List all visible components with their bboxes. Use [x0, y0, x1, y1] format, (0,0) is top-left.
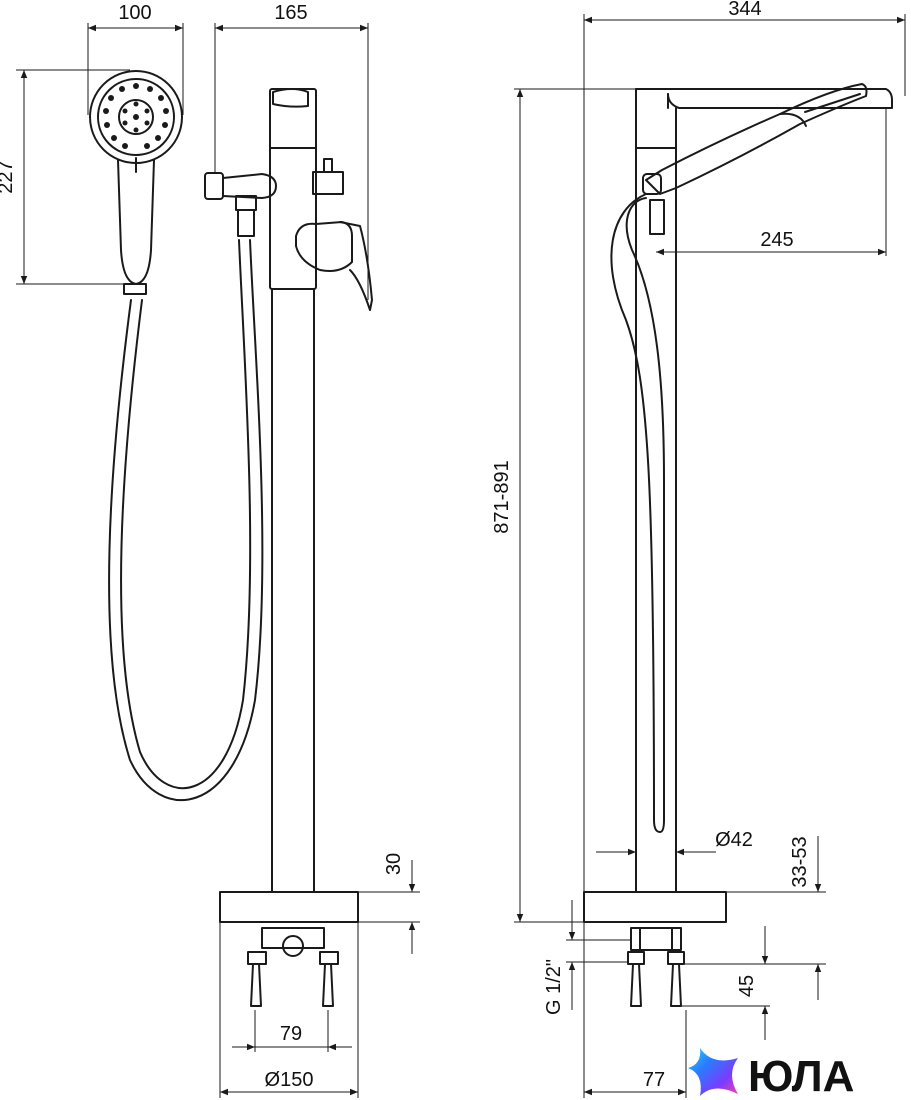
dim-column-to-hook: 165: [274, 2, 307, 24]
dim-handshower-width: 100: [118, 2, 151, 24]
side-floor-base: [583, 891, 727, 923]
floor-base: [219, 891, 359, 923]
spray-nozzles: [103, 83, 169, 149]
dim-bracket-width: 77: [643, 1069, 665, 1091]
shower-hose: [108, 239, 264, 802]
side-column: [635, 88, 677, 893]
dim-handshower-height: 227: [0, 160, 17, 193]
dim-mount-gap: 79: [280, 1023, 302, 1045]
dim-spout-reach: 245: [760, 229, 793, 251]
brand-logo-icon: [688, 1048, 738, 1096]
spout: [635, 88, 893, 109]
dim-base-diameter: Ø150: [265, 1069, 314, 1091]
hand-shower: [89, 70, 183, 295]
faucet-column: [269, 88, 373, 893]
side-shower-hose: [610, 193, 665, 833]
dim-connection-thread: G 1/2": [543, 959, 565, 1015]
side-view: [583, 83, 893, 1007]
front-view: [89, 70, 373, 1007]
dim-adjust-range: 33-53: [789, 836, 811, 887]
side-hand-shower: [642, 83, 868, 235]
dim-overall-width: 344: [728, 0, 761, 20]
front-dimensions: 100 165 227 30 79 Ø150: [0, 2, 420, 1098]
dim-overall-height: 871-891: [491, 460, 513, 533]
side-dimensions: 344 245 871-891 Ø42 33-53 G 1/2" 45 77: [491, 0, 906, 1098]
side-mounting-bracket: [627, 927, 685, 1007]
dim-column-diameter: Ø42: [715, 829, 753, 851]
dim-bracket-height: 45: [736, 975, 758, 997]
brand-logo: ЮЛА: [688, 1048, 854, 1100]
mounting-bracket: [247, 927, 339, 1007]
brand-logo-text: ЮЛА: [748, 1052, 854, 1100]
dim-base-thickness: 30: [383, 853, 405, 875]
shower-holder: [204, 172, 277, 237]
